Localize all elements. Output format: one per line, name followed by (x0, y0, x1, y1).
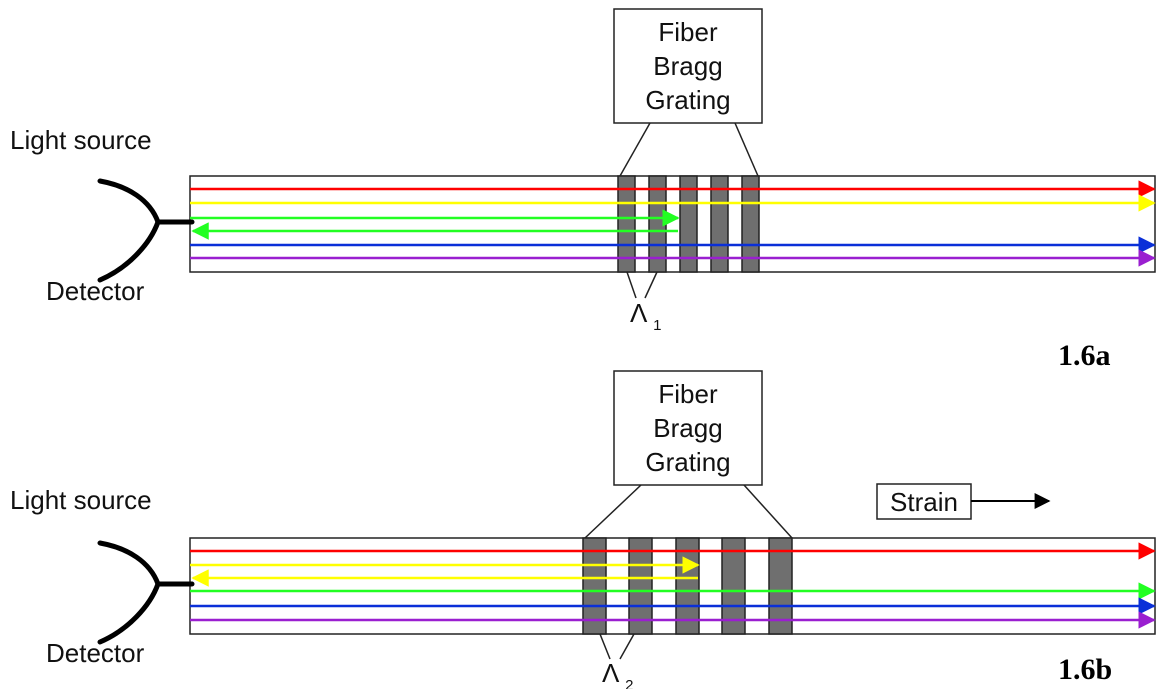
grating-bar-b-1 (582, 537, 607, 635)
period-line-right-b (619, 633, 635, 660)
period-label-a: Λ 1 (630, 298, 662, 334)
fbg-callout-left-b (584, 484, 642, 539)
light-source-label-b: Light source (10, 485, 152, 515)
fbg-label-line3-b: Grating (645, 447, 730, 477)
fbg-label-line1-b: Fiber (658, 379, 718, 409)
fbg-label-line3-a: Grating (645, 85, 730, 115)
grating-bar-b-5 (768, 537, 793, 635)
fbg-callout-right-a (734, 122, 759, 177)
fbg-callout-left-a (619, 122, 651, 177)
grating-bar-a-1 (617, 175, 636, 273)
fbg-label-box-b (613, 370, 763, 486)
panel-a: Fiber Bragg Grating Light source Detecto… (10, 8, 1156, 372)
period-line-right-a (644, 271, 658, 299)
period-subscript-b: 2 (625, 677, 633, 689)
optical-fiber-b (189, 537, 1156, 635)
coupler-source-branch-a (97, 178, 161, 225)
figure-label-a: 1.6a (1058, 339, 1111, 372)
period-symbol-a: Λ (630, 298, 648, 328)
strain-label: Strain (890, 487, 958, 517)
grating-bar-b-4 (721, 537, 746, 635)
figure-label-b: 1.6b (1058, 653, 1112, 686)
panel-b: Fiber Bragg Grating Strain Light source … (10, 370, 1156, 689)
detector-label-a: Detector (46, 276, 145, 306)
detector-label-b: Detector (46, 638, 145, 668)
light-source-label-a: Light source (10, 125, 152, 155)
fbg-callout-right-b (743, 484, 793, 539)
coupler-detector-branch-b (97, 581, 161, 645)
strain-box (876, 483, 972, 520)
coupler-source-branch-b (97, 540, 161, 587)
fbg-label-box-a (613, 8, 763, 124)
period-label-b: Λ 2 (602, 658, 634, 689)
grating-bar-a-4 (710, 175, 729, 273)
period-line-left-a (626, 271, 637, 299)
period-symbol-b: Λ (602, 658, 620, 688)
fbg-label-line2-b: Bragg (653, 413, 722, 443)
coupler-detector-branch-a (97, 219, 161, 283)
fbg-label-line2-a: Bragg (653, 51, 722, 81)
period-line-left-b (599, 633, 611, 660)
grating-bar-a-3 (679, 175, 698, 273)
grating-bar-a-5 (741, 175, 760, 273)
fbg-label-line1-a: Fiber (658, 17, 718, 47)
grating-bar-b-2 (628, 537, 653, 635)
period-subscript-a: 1 (653, 317, 661, 334)
